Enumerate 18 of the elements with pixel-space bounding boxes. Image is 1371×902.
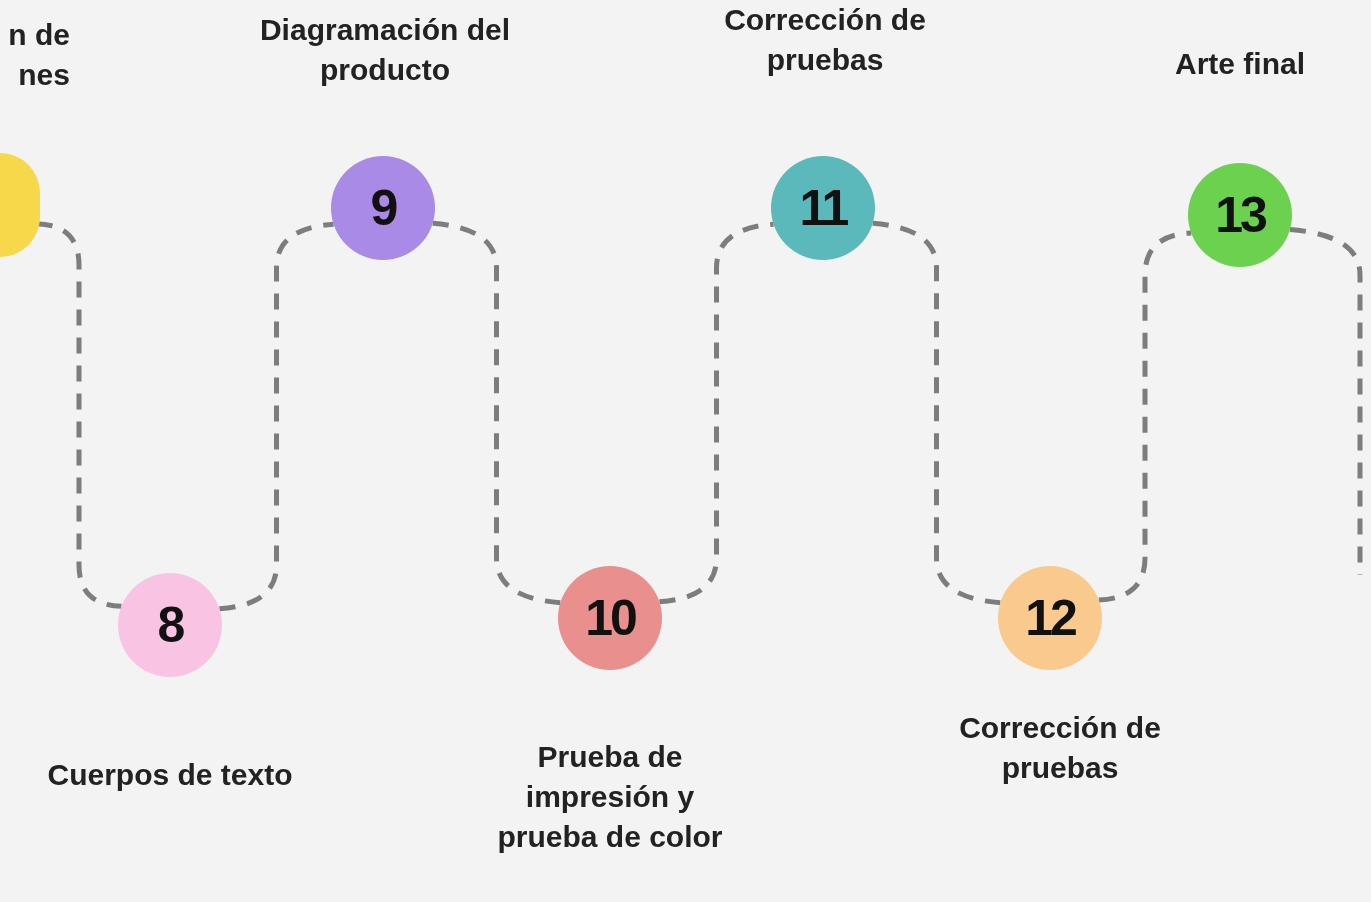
dashed-connector: [432, 220, 561, 606]
dashed-connector: [219, 221, 334, 612]
dashed-connector: [1098, 230, 1192, 603]
step-label: Cuerpos de texto: [46, 757, 294, 793]
step-number: 8: [157, 596, 183, 654]
step-label: Corrección de pruebas: [958, 710, 1162, 786]
step-number: 11: [799, 179, 847, 237]
step-label: n de nes: [7, 17, 70, 93]
step-number: 10: [585, 589, 635, 647]
step-number: 13: [1215, 186, 1265, 244]
step-label: Arte final: [1174, 46, 1306, 82]
dashed-connector: [872, 220, 1001, 606]
step-label: Diagramación del producto: [258, 12, 512, 88]
step-number: 12: [1025, 589, 1075, 647]
step-label: Corrección de pruebas: [723, 2, 927, 78]
step-number: 9: [370, 179, 396, 237]
dashed-connector: [659, 221, 774, 605]
step-label: Prueba de impresión y prueba de color: [496, 739, 724, 855]
